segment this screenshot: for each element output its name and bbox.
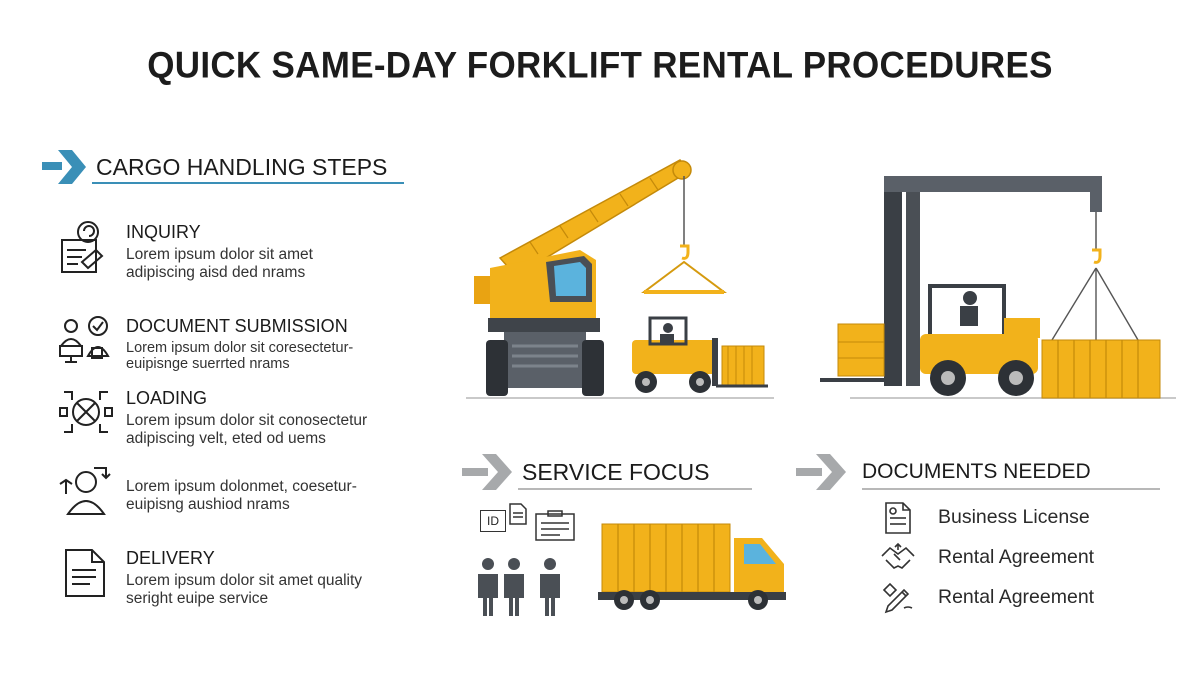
person-process-icon: [59, 467, 111, 515]
service-focus-title: SERVICE FOCUS: [522, 458, 710, 485]
service-focus-header: SERVICE FOCUS: [462, 452, 709, 492]
step-title: DELIVERY: [126, 548, 215, 568]
license-document-icon: [885, 502, 911, 534]
step-desc-line1: Lorem ipsum dolor sit amet quality: [126, 572, 363, 589]
step-desc-line2: euipisnge suerrted nrams: [126, 356, 290, 372]
clipboard-form-icon: [535, 510, 575, 541]
document-item-label: Rental Agreement: [938, 546, 1095, 568]
handshake-icon: [881, 542, 915, 569]
step-document-submission: DOCUMENT SUBMISSION Lorem ipsum dolor si…: [58, 312, 418, 382]
document-item-rental-agreement-signed: Rental Agreement: [880, 580, 1180, 616]
step-desc-line1: Lorem ipsum dolor sit amet: [126, 246, 313, 263]
step-loading: LOADING Lorem ipsum dolor sit conosectet…: [58, 384, 418, 454]
people-document-icon: [59, 316, 110, 363]
delivery-document-icon: [65, 549, 105, 597]
documents-needed-title: DOCUMENTS NEEDED: [862, 460, 1091, 483]
step-title: INQUIRY: [126, 222, 201, 242]
step-desc-line1: Lorem ipsum dolor sit conosectetur: [126, 412, 368, 429]
loading-network-icon: [59, 391, 113, 433]
document-item-label: Business License: [938, 506, 1090, 528]
id-card-icon: ID: [480, 510, 506, 532]
step-inquiry: INQUIRY Lorem ipsum dolor sit amet adipi…: [58, 218, 418, 288]
step-desc-line1: Lorem ipsum dolor sit coresectetur-: [126, 340, 354, 356]
gantry-forklift-illustration: [820, 176, 1176, 399]
chevron-right-icon: [796, 454, 846, 490]
step-desc-line1: Lorem ipsum dolonmet, coesetur-: [126, 478, 357, 495]
chevron-right-icon: [462, 454, 512, 490]
step-desc-line2: euipisng aushiod nrams: [126, 496, 290, 513]
document-item-business-license: Business License: [880, 500, 1180, 536]
signing-pen-icon: [882, 582, 913, 614]
document-item-label: Rental Agreement: [938, 586, 1095, 608]
chevron-right-icon: [42, 150, 86, 184]
small-document-icon: [509, 503, 527, 525]
documents-needed-header: DOCUMENTS NEEDED: [796, 452, 1091, 492]
id-card-label: ID: [487, 514, 499, 528]
step-process: Lorem ipsum dolonmet, coesetur- euipisng…: [58, 462, 418, 532]
crane-forklift-illustration: [466, 159, 774, 399]
cargo-steps-header: CARGO HANDLING STEPS: [42, 148, 387, 186]
step-desc-line2: adipiscing aisd ded nrams: [126, 264, 306, 281]
cargo-steps-underline: [92, 182, 404, 184]
documents-needed-underline: [862, 488, 1160, 490]
team-people-icon: [478, 558, 560, 616]
cargo-steps-title: CARGO HANDLING STEPS: [96, 153, 388, 180]
step-title: DOCUMENT SUBMISSION: [126, 316, 348, 336]
step-desc-line2: adipiscing velt, eted od uems: [126, 430, 326, 447]
step-desc-line2: seright euipe service: [126, 590, 269, 607]
inquiry-form-icon: [61, 221, 104, 273]
service-focus-underline: [518, 488, 752, 490]
document-item-rental-agreement: Rental Agreement: [880, 540, 1180, 576]
page-title: QUICK SAME-DAY FORKLIFT RENTAL PROCEDURE…: [147, 45, 1053, 86]
step-title: LOADING: [126, 388, 208, 408]
step-delivery: DELIVERY Lorem ipsum dolor sit amet qual…: [58, 544, 418, 614]
container-truck-illustration: [598, 523, 786, 610]
